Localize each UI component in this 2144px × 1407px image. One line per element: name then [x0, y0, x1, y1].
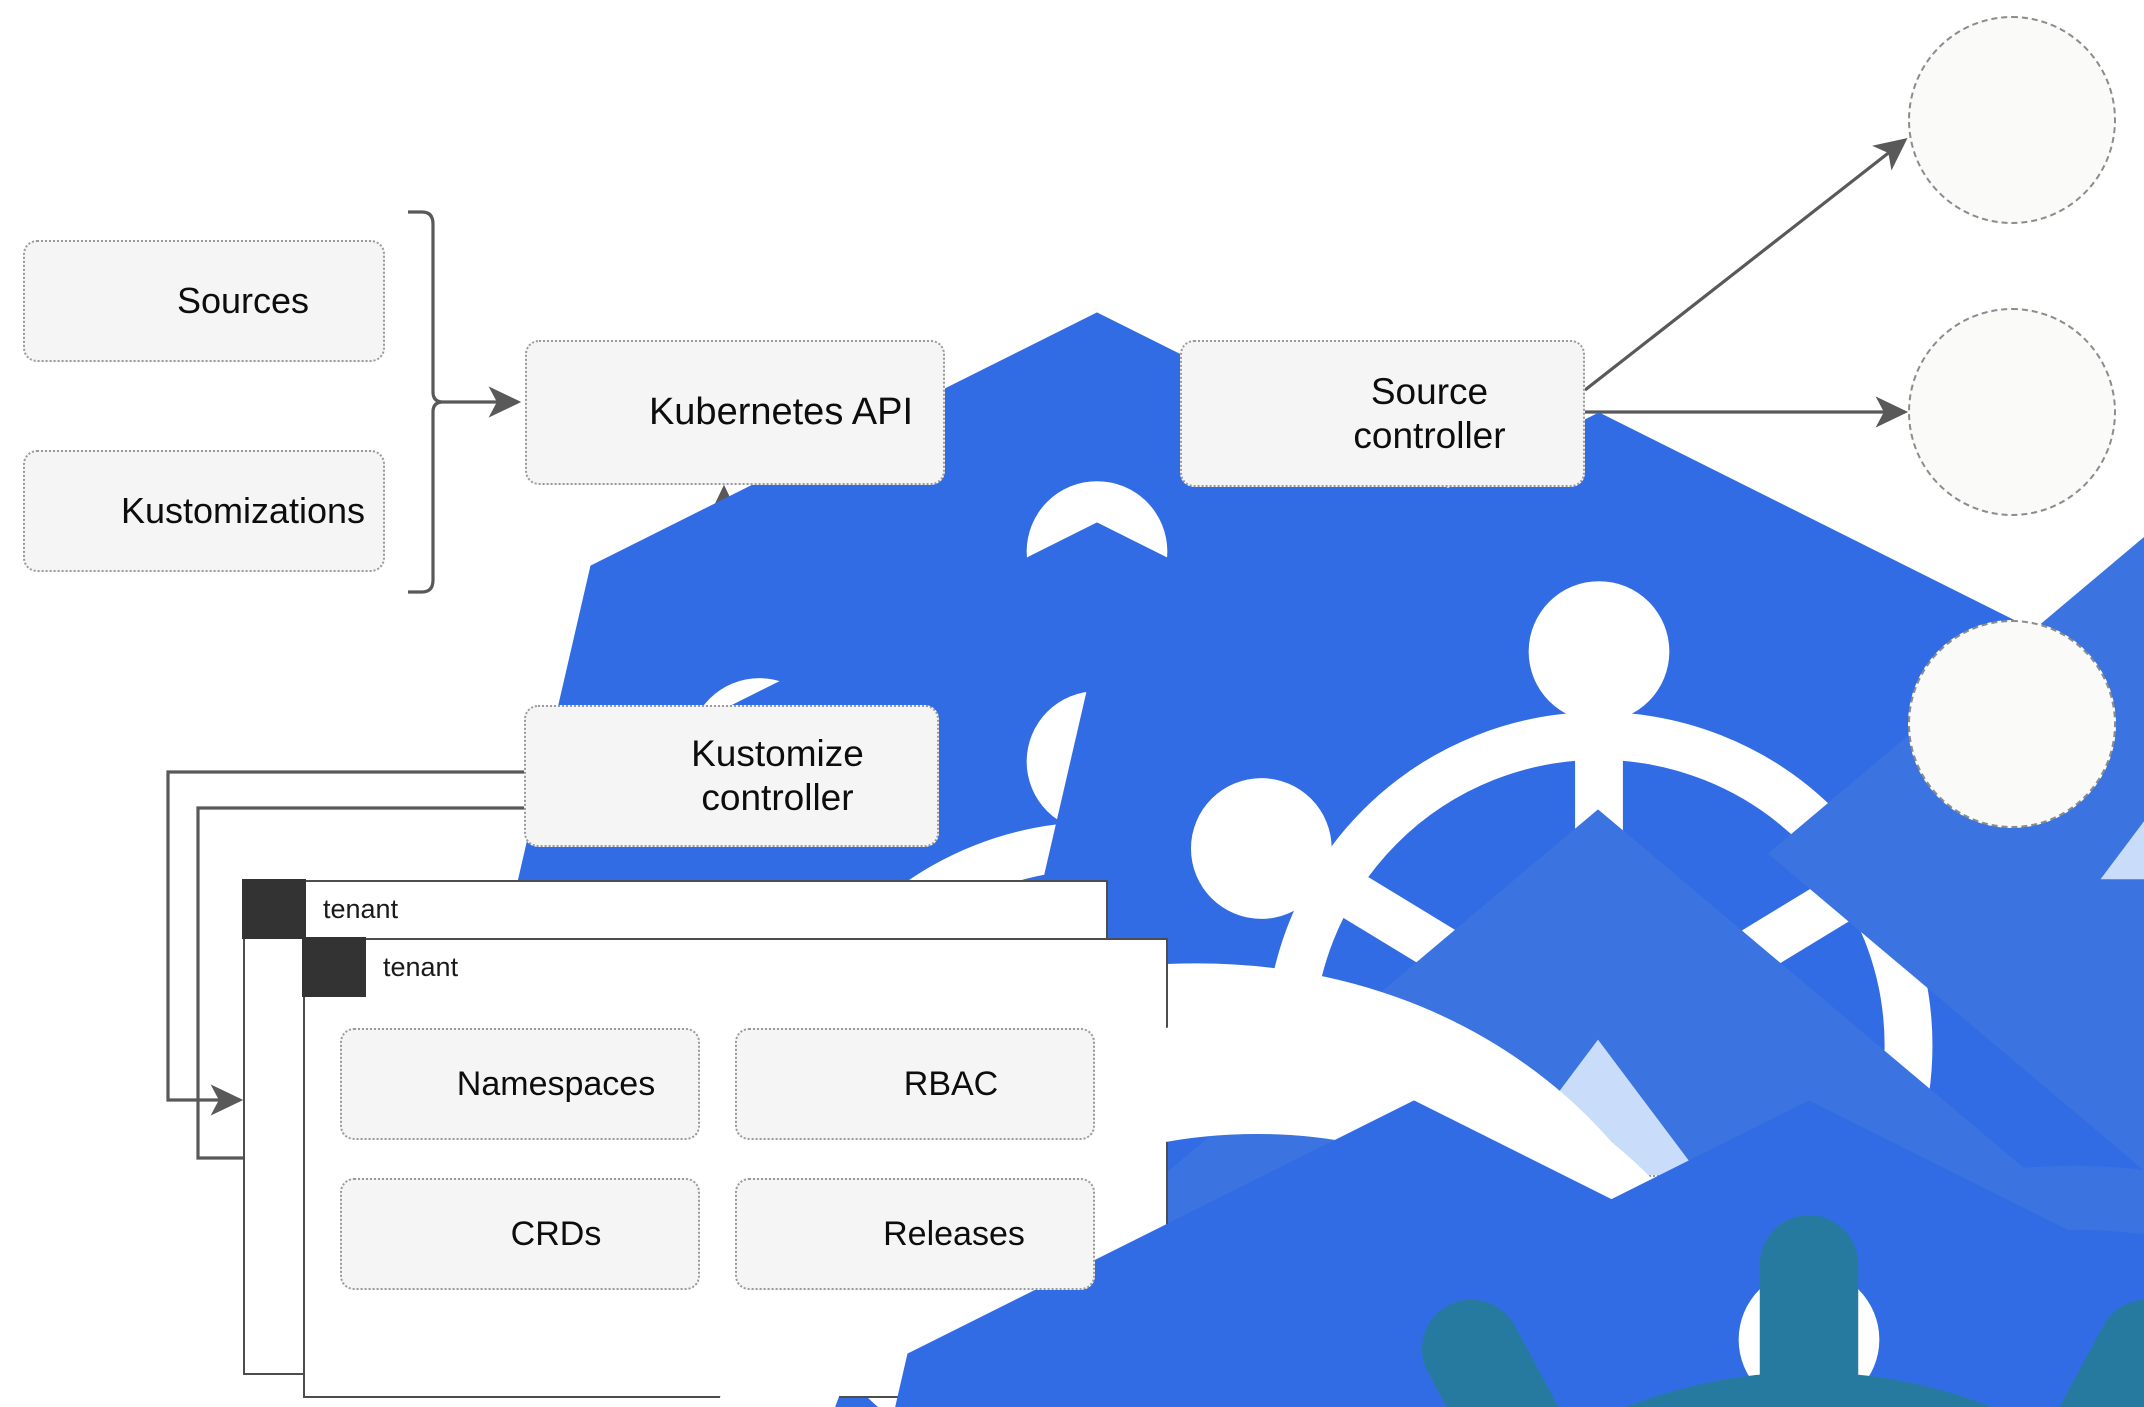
node-namespaces[interactable]: Namespaces — [340, 1028, 1933, 1407]
helm-icon: HELM — [755, 1195, 2144, 1407]
kubernetes-icon — [41, 262, 1731, 1407]
tenant-outer-header — [242, 879, 1997, 1407]
kubernetes-icon — [41, 472, 1731, 1407]
node-github[interactable] — [1908, 16, 2116, 224]
node-gitlab[interactable] — [1908, 308, 2116, 516]
connector-source-to-github — [1584, 138, 1908, 392]
tenant-inner-header — [302, 937, 1934, 1407]
kubernetes-icon — [543, 367, 2144, 1407]
node-kustomizations[interactable]: Kustomizations — [23, 450, 1731, 1407]
connector-resources-bracket — [408, 210, 444, 594]
node-releases[interactable]: HELM Releases — [735, 1178, 2144, 1407]
node-kustomizations-label: Kustomizations — [120, 489, 366, 531]
node-kubernetes-api-label: Kubernetes API — [648, 391, 914, 434]
node-source-controller-label: Source controller — [1353, 370, 1506, 456]
node-helm-registry[interactable] — [1908, 620, 2116, 828]
node-kustomize-controller[interactable]: Kustomize controller — [524, 705, 2085, 1407]
node-crds[interactable]: CRDs — [340, 1178, 1728, 1407]
node-kustomize-controller-label: Kustomize controller — [691, 733, 864, 818]
node-releases-label: Releases — [883, 1214, 1025, 1253]
kubernetes-icon — [755, 1048, 2144, 1407]
flux-icon — [540, 726, 2085, 1407]
node-rbac[interactable]: RBAC — [735, 1028, 2144, 1407]
node-sources[interactable]: Sources — [23, 240, 1731, 1407]
kubernetes-icon — [360, 1048, 1933, 1407]
kubernetes-icon — [360, 1198, 1728, 1407]
connector-kustomize-to-tenant-outer — [166, 770, 524, 1116]
flux-icon — [1196, 363, 2144, 1407]
node-namespaces-label: Namespaces — [456, 1064, 656, 1103]
node-crds-label: CRDs — [510, 1214, 602, 1253]
tenant-outer-label: tenant — [323, 893, 399, 924]
tenant-inner-label: tenant — [383, 951, 459, 982]
node-sources-label: Sources — [176, 279, 310, 321]
node-kubernetes-api[interactable]: Kubernetes API — [525, 340, 2144, 1407]
node-source-controller[interactable]: Source controller — [1180, 340, 2144, 1407]
node-rbac-label: RBAC — [903, 1064, 999, 1103]
